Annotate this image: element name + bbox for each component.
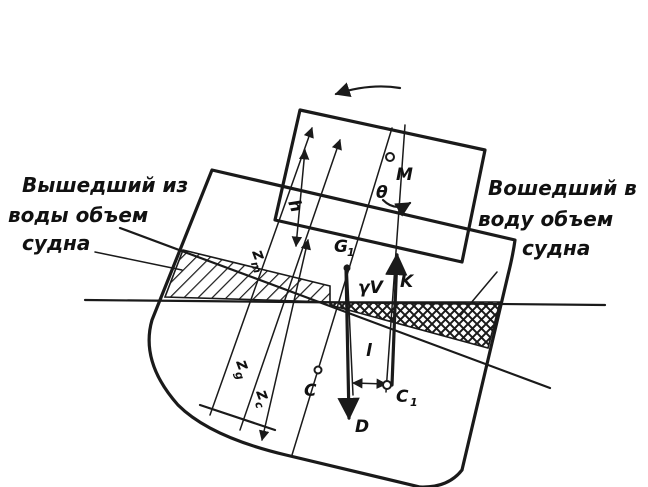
base-tick	[198, 403, 277, 432]
point-M	[385, 152, 395, 162]
immersed-volume-crosshatch	[329, 301, 502, 349]
label-C1: C	[396, 387, 409, 407]
label-gammaV: γV	[358, 278, 385, 298]
out-volume-caption-line1: Вышедший из	[22, 173, 188, 197]
svg-text:g: g	[232, 370, 247, 382]
hull-outline	[147, 168, 517, 487]
inclined-waterline	[118, 226, 552, 390]
original-waterline	[83, 298, 607, 307]
label-G-sub: 1	[347, 246, 355, 259]
in-volume-leader	[459, 271, 498, 317]
out-volume-leader	[94, 251, 183, 271]
h-dimension-line	[291, 148, 310, 248]
superstructure-outline	[273, 108, 487, 264]
out-volume-caption-line3: судна	[22, 231, 90, 255]
svg-text:m: m	[248, 260, 264, 275]
point-C	[313, 365, 323, 375]
label-l: l	[366, 341, 373, 361]
point-G1	[343, 264, 351, 272]
zc-dimension-line	[259, 238, 311, 442]
theta-angle-arc	[381, 198, 412, 217]
buoyancy-arrow-gammaV	[385, 252, 408, 387]
in-volume-caption-line3: судна	[522, 236, 590, 260]
svg-text:c: c	[252, 400, 267, 411]
in-volume-caption-line1: Вошедший в	[488, 176, 637, 200]
label-K: K	[400, 272, 415, 292]
label-C1-sub: 1	[410, 396, 418, 409]
lever-arm-l	[351, 378, 388, 389]
heel-direction-arrow	[334, 82, 402, 98]
label-G: G	[334, 237, 348, 257]
out-volume-caption-line2: воды объем	[8, 203, 148, 227]
vertical-through-G	[346, 264, 354, 396]
label-C: C	[304, 381, 317, 401]
weight-arrow-D	[337, 266, 360, 421]
in-volume-caption-line2: воду объем	[478, 207, 613, 231]
point-C1	[382, 380, 392, 390]
label-M: M	[396, 165, 413, 185]
label-D: D	[355, 417, 369, 437]
label-zg: z g	[231, 356, 254, 382]
label-theta: θ	[376, 183, 388, 203]
